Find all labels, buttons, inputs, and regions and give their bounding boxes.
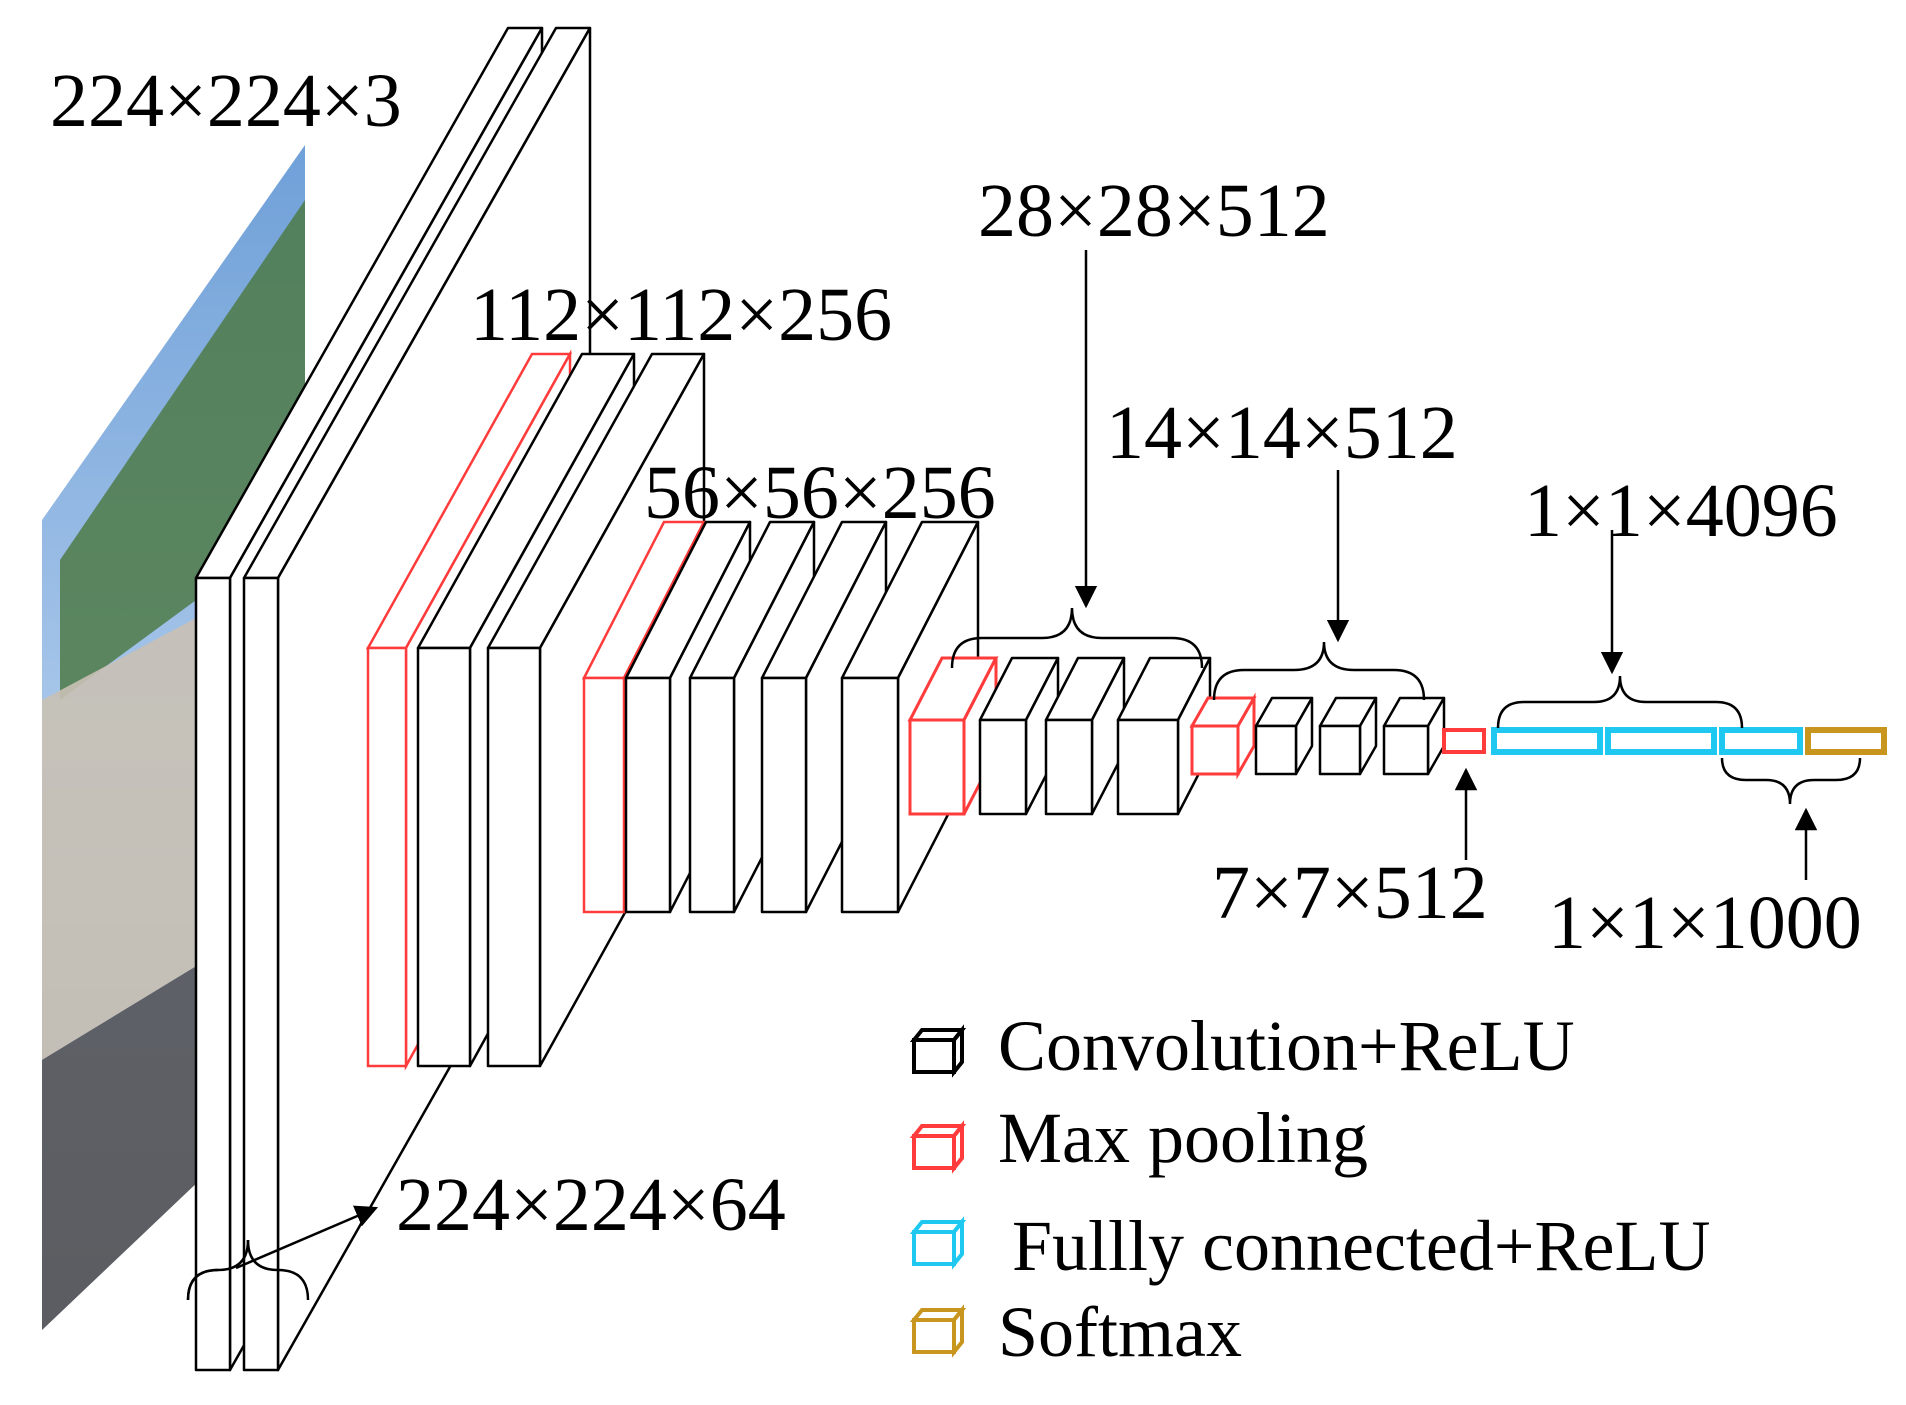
legend-label-convolution: Convolution+ReLU bbox=[998, 1006, 1575, 1086]
legend: Convolution+ReLU Max pooling Fullly conn… bbox=[909, 1006, 1710, 1372]
fc-block bbox=[1442, 727, 1887, 755]
legend-item-softmax: Softmax bbox=[909, 1292, 1242, 1372]
cube-icon-black bbox=[909, 1024, 967, 1078]
cube-icon-red bbox=[909, 1120, 967, 1174]
label-conv2-size: 112×112×256 bbox=[470, 273, 892, 357]
legend-item-fully-connected: Fullly connected+ReLU bbox=[909, 1206, 1710, 1286]
label-conv5-size: 14×14×512 bbox=[1106, 391, 1458, 475]
braces bbox=[186, 607, 1862, 1301]
legend-item-max-pooling: Max pooling bbox=[909, 1098, 1368, 1178]
legend-label-max-pooling: Max pooling bbox=[998, 1098, 1368, 1178]
label-pool5-size: 7×7×512 bbox=[1212, 851, 1488, 935]
label-conv1-size: 224×224×64 bbox=[396, 1163, 786, 1247]
legend-item-convolution: Convolution+ReLU bbox=[909, 1006, 1575, 1086]
label-input-size: 224×224×3 bbox=[50, 59, 402, 143]
legend-label-fully-connected: Fullly connected+ReLU bbox=[1012, 1206, 1710, 1286]
cube-icon-cyan bbox=[909, 1216, 967, 1270]
conv4-block bbox=[907, 656, 1212, 816]
cube-icon-gold bbox=[909, 1304, 967, 1358]
label-conv3-size: 56×56×256 bbox=[644, 451, 996, 535]
conv5-block bbox=[1189, 692, 1446, 780]
label-conv4-size: 28×28×512 bbox=[978, 169, 1330, 253]
legend-label-softmax: Softmax bbox=[998, 1292, 1242, 1372]
arrows bbox=[235, 250, 1818, 1270]
label-fc-size: 1×1×4096 bbox=[1524, 469, 1838, 553]
label-output-size: 1×1×1000 bbox=[1548, 881, 1862, 965]
